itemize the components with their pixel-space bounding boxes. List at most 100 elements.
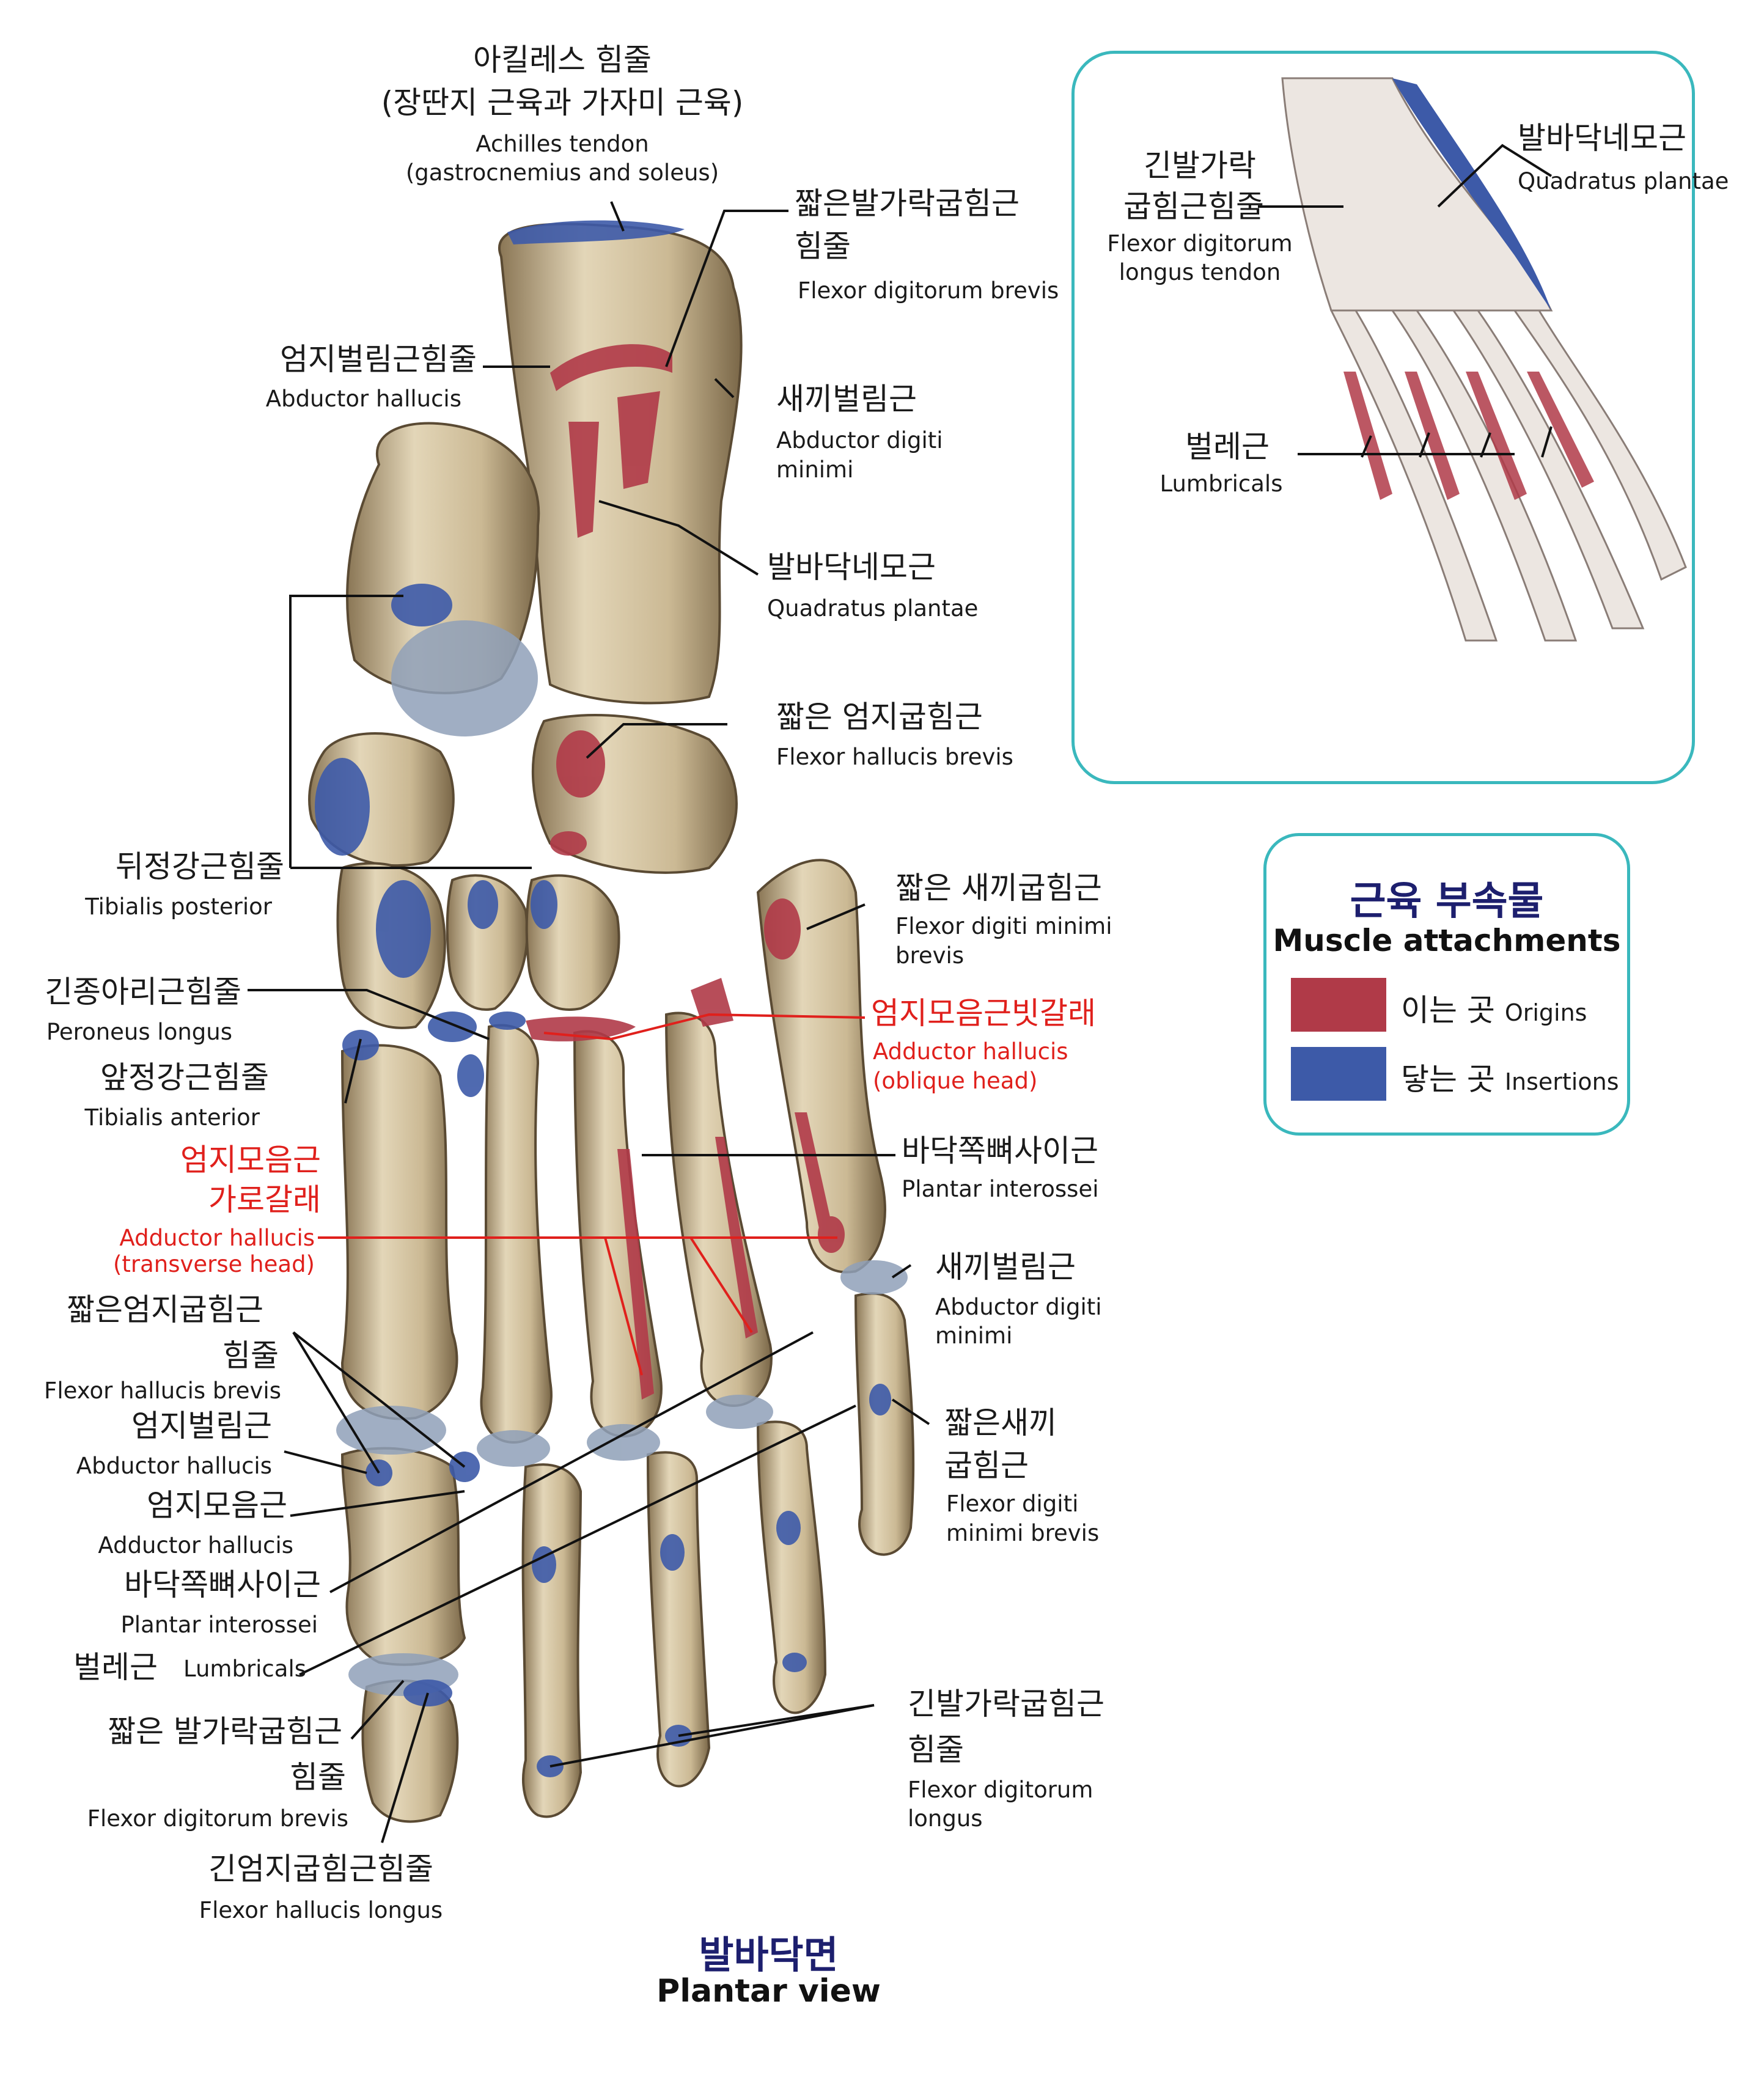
tendon-inset-illustration xyxy=(1258,77,1687,642)
label-tp-ko: 뒤정강근힘줄 xyxy=(116,849,284,884)
label-ahtr-ko2: 가로갈래 xyxy=(208,1182,321,1217)
legend-origin-row: 이는 곳 Origins xyxy=(1401,986,1587,1030)
label-fhb2-ko2: 힘줄 xyxy=(222,1338,279,1373)
label-ahob-ko: 엄지모음근빗갈래 xyxy=(871,996,1096,1031)
label-fhb2-en: Flexor hallucis brevis xyxy=(44,1378,281,1404)
view-title-en: Plantar view xyxy=(656,1973,881,2010)
label-achilles-en2: (gastrocnemius and soleus) xyxy=(405,160,719,186)
view-title-ko: 발바닥면 xyxy=(699,1933,839,1977)
legend-insertion-en: Insertions xyxy=(1504,1068,1619,1095)
label-fdmb-low-ko2: 굽힘근 xyxy=(944,1448,1029,1483)
muscle-attachments-legend: 근육 부속물 Muscle attachments 이는 곳 Origins 닿… xyxy=(1263,833,1630,1136)
label-fdb-low-ko2: 힘줄 xyxy=(290,1760,346,1795)
bones xyxy=(308,222,915,1823)
label-fhl-en: Flexor hallucis longus xyxy=(199,1897,443,1923)
toe-4-phalanges-bone xyxy=(756,1420,827,1714)
label-pi-right-ko: 바닥쪽뼈사이근 xyxy=(902,1133,1098,1169)
metatarsal-1-bone xyxy=(340,1044,458,1420)
label-fdb-top-ko2: 힘줄 xyxy=(795,229,851,264)
label-achilles-en: Achilles tendon xyxy=(476,131,649,157)
legend-origin-ko: 이는 곳 xyxy=(1401,993,1495,1028)
insertion-attachments xyxy=(315,220,891,1777)
label-pi-right-en: Plantar interossei xyxy=(902,1176,1099,1202)
metatarsal-5-bone xyxy=(756,859,886,1274)
legend-origin-en: Origins xyxy=(1504,999,1587,1026)
cartilage xyxy=(336,620,908,1696)
label-add-hal-ko: 엄지모음근 xyxy=(147,1488,287,1523)
label-ta-en: Tibialis anterior xyxy=(84,1104,260,1131)
label-fhb-en: Flexor hallucis brevis xyxy=(776,744,1013,770)
label-ahob-en: Adductor hallucis xyxy=(873,1038,1068,1065)
toe-3-phalanges-bone xyxy=(646,1451,711,1788)
inset-fdl-tendon-ko2: 굽힘근힘줄 xyxy=(1123,189,1264,224)
toe-5-phalanges-bone xyxy=(854,1292,915,1556)
legend-insertion-swatch xyxy=(1291,1047,1386,1101)
label-abd-hal-low-en: Abductor hallucis xyxy=(76,1453,272,1479)
label-adm-top-en2: minimi xyxy=(776,457,854,483)
label-ta-ko: 앞정강근힘줄 xyxy=(100,1060,269,1095)
label-fdmb-low-en2: minimi brevis xyxy=(946,1520,1100,1546)
tendon-inset-panel: 긴발가락 굽힘근힘줄 Flexor digitorum longus tendo… xyxy=(1071,51,1729,784)
calcaneus-bone xyxy=(498,222,743,705)
legend-title-ko: 근육 부속물 xyxy=(1350,879,1544,924)
label-abd-hal-top-en: Abductor hallucis xyxy=(265,386,461,412)
label-achilles-ko: 아킬레스 힘줄 xyxy=(473,42,652,78)
label-fdb-low-ko: 짧은 발가락굽힘근 xyxy=(108,1714,342,1749)
label-fdmb-top-en: Flexor digiti minimi xyxy=(895,913,1112,939)
label-qp-ko: 발바닥네모근 xyxy=(767,549,936,585)
label-fdb-top-ko: 짧은발가락굽힘근 xyxy=(795,186,1020,221)
label-fdmb-low-ko: 짧은새끼 xyxy=(944,1405,1057,1441)
label-adm-top-en: Abductor digiti xyxy=(776,427,943,453)
legend-insertion-row: 닿는 곳 Insertions xyxy=(1401,1055,1619,1099)
label-fhb2-ko: 짧은엄지굽힘근 xyxy=(67,1292,263,1327)
label-pl-en: Peroneus longus xyxy=(46,1019,232,1045)
label-adm-top-ko: 새끼벌림근 xyxy=(776,381,917,417)
metatarsal-2-bone xyxy=(480,1024,553,1444)
intermediate-cuneiform-bone xyxy=(446,874,529,1011)
label-lumb-ko: 벌레근 xyxy=(73,1650,158,1685)
inset-lumb-en: Lumbricals xyxy=(1159,471,1283,497)
label-abd-hal-top-ko: 엄지벌림근힘줄 xyxy=(280,342,477,377)
legend-origin-swatch xyxy=(1291,978,1386,1032)
label-achilles-ko2: (장딴지 근육과 가자미 근육) xyxy=(381,85,744,120)
metatarsal-4-bone xyxy=(664,1011,773,1408)
inset-fdl-tendon-en2: longus tendon xyxy=(1119,259,1281,285)
label-fdmb-top-ko: 짧은 새끼굽힘근 xyxy=(895,870,1102,906)
legend-title-en: Muscle attachments xyxy=(1273,923,1621,958)
label-fdb-top-en: Flexor digitorum brevis xyxy=(798,277,1059,304)
label-fdl-ko: 긴발가락굽힘근 xyxy=(908,1686,1104,1722)
label-fdl-en2: longus xyxy=(908,1805,983,1832)
label-ahob-en2: (oblique head) xyxy=(873,1068,1038,1094)
label-adm-mid-en: Abductor digiti xyxy=(935,1294,1102,1320)
label-ahtr-ko: 엄지모음근 xyxy=(180,1142,321,1178)
label-adm-mid-ko: 새끼벌림근 xyxy=(935,1249,1076,1285)
label-add-hal-en: Adductor hallucis xyxy=(98,1532,293,1558)
inset-qp-insertion xyxy=(1392,78,1551,310)
label-fdl-ko2: 힘줄 xyxy=(908,1732,964,1768)
label-ahtr-en: Adductor hallucis xyxy=(119,1225,315,1251)
inset-lumb-ko: 벌레근 xyxy=(1185,429,1270,464)
inset-fdl-tendon-en: Flexor digitorum xyxy=(1107,230,1293,257)
label-fdmb-top-en2: brevis xyxy=(895,942,965,969)
label-qp-en: Quadratus plantae xyxy=(767,595,979,622)
inset-qp-ko: 발바닥네모근 xyxy=(1518,120,1686,156)
label-abd-hal-low-ko: 엄지벌림근 xyxy=(131,1408,272,1444)
leader-lines xyxy=(248,201,930,1843)
label-fhl-ko: 긴엄지굽힘근힘줄 xyxy=(208,1851,433,1887)
label-fhb-ko: 짧은 엄지굽힘근 xyxy=(776,699,983,735)
label-pl-ko: 긴종아리근힘줄 xyxy=(45,974,241,1010)
label-fdb-low-en: Flexor digitorum brevis xyxy=(87,1805,348,1832)
label-lumb-en: Lumbricals xyxy=(183,1656,307,1682)
label-pi-left-ko: 바닥쪽뼈사이근 xyxy=(124,1567,321,1603)
inset-fdl-tendon-ko: 긴발가락 xyxy=(1144,148,1256,183)
label-ahtr-en2: (transverse head) xyxy=(112,1251,315,1277)
legend-insertion-ko: 닿는 곳 xyxy=(1401,1062,1495,1097)
label-fdmb-low-en: Flexor digiti xyxy=(946,1491,1079,1517)
hallux-proximal-phalanx-bone xyxy=(340,1447,466,1666)
label-adm-mid-en2: minimi xyxy=(935,1323,1013,1349)
label-tp-en: Tibialis posterior xyxy=(85,894,272,920)
inset-qp-en: Quadratus plantae xyxy=(1518,168,1729,194)
label-pi-left-en: Plantar interossei xyxy=(120,1612,318,1638)
label-fdl-en: Flexor digitorum xyxy=(908,1777,1093,1803)
